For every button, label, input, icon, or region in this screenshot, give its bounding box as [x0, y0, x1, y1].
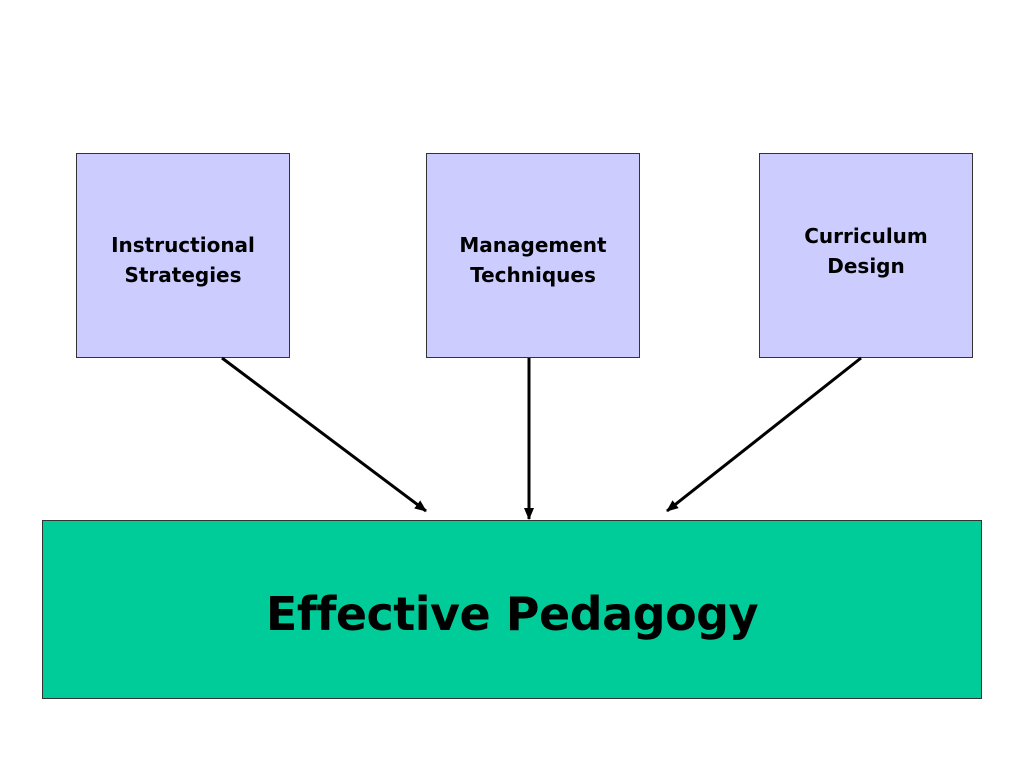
curriculum-design-box: Curriculum Design [759, 153, 973, 358]
effective-pedagogy-box: Effective Pedagogy [42, 520, 982, 699]
arrow-instructional-to-pedagogy [221, 356, 427, 513]
arrow-curriculum-to-pedagogy [666, 356, 862, 513]
management-techniques-box: Management Techniques [426, 153, 640, 358]
effective-pedagogy-label: Effective Pedagogy [265, 586, 759, 641]
instructional-strategies-box: Instructional Strategies [76, 153, 290, 358]
